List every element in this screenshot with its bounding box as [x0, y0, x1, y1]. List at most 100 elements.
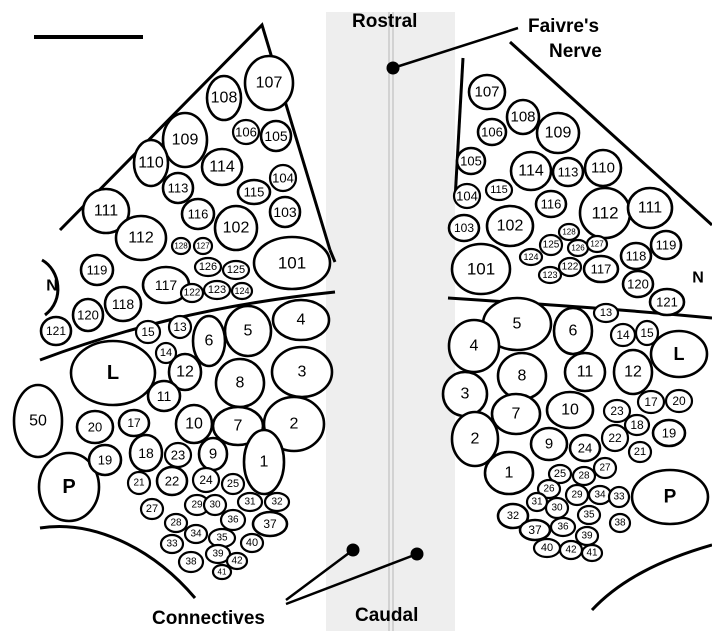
- right-neuron-41-label: 41: [586, 548, 598, 559]
- right-neuron-2-label: 2: [471, 431, 480, 448]
- right-neuron-112-label: 112: [591, 204, 618, 223]
- left-neuron-109-label: 109: [172, 132, 199, 149]
- left-neuron-28-label: 28: [170, 518, 182, 529]
- left-neuron-17-label: 17: [127, 416, 141, 430]
- right-neuron-116-label: 116: [541, 197, 562, 212]
- right-neuron-17-label: 17: [644, 395, 658, 409]
- left-neuron-122-label: 122: [184, 288, 201, 299]
- right-neuron-105-label: 105: [460, 154, 482, 169]
- left-neuron-104-label: 104: [272, 171, 294, 186]
- right-neuron-119-label: 119: [656, 238, 677, 253]
- right-neuron-103-label: 103: [454, 221, 474, 235]
- right-neuron-106-label: 106: [481, 125, 503, 140]
- left-neuron-31-label: 31: [244, 497, 256, 508]
- left-neuron-12-label: 12: [176, 364, 194, 381]
- left-neuron-5-label: 5: [244, 323, 253, 340]
- right-neuron-111-label: 111: [638, 200, 662, 217]
- faivre-nerve-marker: [387, 62, 400, 75]
- left-neuron-50-label: 50: [29, 413, 47, 430]
- left-neuron-121-label: 121: [46, 324, 66, 338]
- left-neuron-34-label: 34: [190, 529, 202, 540]
- right-neuron-30-label: 30: [551, 503, 563, 514]
- left-neuron-113-label: 113: [168, 181, 189, 196]
- left-neuron-105-label: 105: [264, 128, 288, 144]
- left-neuron-24-label: 24: [199, 473, 213, 487]
- right-neuron-4-label: 4: [470, 338, 479, 355]
- left-neuron-35-label: 35: [216, 533, 228, 544]
- right-neuron-121-label: 121: [656, 295, 678, 310]
- left-neuron-1-label: 1: [260, 454, 269, 471]
- left-neuron-101-label: 101: [278, 254, 306, 273]
- connective-marker-left: [347, 544, 360, 557]
- right-neuron-18-label: 18: [630, 418, 644, 432]
- faivre-nerve-label-line1: Faivre's: [528, 17, 599, 36]
- right-neuron-28-label: 28: [578, 471, 590, 482]
- left-neuron-23-label: 23: [171, 448, 185, 463]
- right-neuron-118-label: 118: [626, 249, 647, 264]
- right-neuron-114-label: 114: [518, 163, 544, 180]
- left-neuron-25-label: 25: [227, 478, 239, 490]
- right-neuron-11-label: 11: [577, 364, 594, 381]
- right-neuron-120-label: 120: [627, 277, 649, 292]
- right-neuron-33-label: 33: [613, 492, 625, 503]
- right-neuron-110-label: 110: [591, 160, 615, 177]
- right-neuron-13-label: 13: [600, 307, 612, 319]
- left-neuron-124-label: 124: [234, 286, 249, 296]
- left-neuron-7-label: 7: [234, 418, 243, 435]
- left-neuron-115-label: 115: [244, 185, 265, 200]
- left-neuron-8-label: 8: [236, 375, 245, 392]
- left-neuron-11-label: 11: [157, 388, 172, 404]
- right-neuron-7-label: 7: [512, 406, 521, 423]
- right-neuron-P-label: P: [664, 487, 677, 508]
- right-neuron-104-label: 104: [456, 189, 478, 204]
- left-neuron-37-label: 37: [263, 517, 277, 531]
- left-neuron-10-label: 10: [185, 416, 203, 433]
- left-neuron-123-label: 123: [208, 284, 226, 296]
- right-neuron-26-label: 26: [543, 484, 555, 495]
- right-neuron-42-label: 42: [565, 545, 577, 556]
- left-neuron-103-label: 103: [273, 204, 297, 220]
- right-neuron-123-label: 123: [542, 270, 557, 280]
- left-neuron-108-label: 108: [211, 90, 238, 107]
- left-neuron-18-label: 18: [138, 445, 154, 461]
- left-neuron-29-label: 29: [191, 500, 203, 511]
- right-neuron-108-label: 108: [510, 109, 535, 126]
- right-neuron-21-label: 21: [634, 446, 646, 458]
- left-neuron-N-label: N: [46, 278, 58, 295]
- right-neuron-38-label: 38: [614, 518, 626, 529]
- right-neuron-35-label: 35: [583, 510, 595, 521]
- right-neuron-N-label: N: [692, 270, 704, 287]
- left-neuron-15-label: 15: [141, 325, 155, 339]
- right-neuron-107-label: 107: [474, 84, 499, 101]
- left-neuron-L-label: L: [107, 362, 119, 384]
- left-neuron-120-label: 120: [77, 308, 99, 323]
- right-neuron-3-label: 3: [461, 386, 470, 403]
- left-neuron-14-label: 14: [160, 347, 172, 359]
- right-neuron-8-label: 8: [518, 368, 527, 385]
- left-neuron-41-label: 41: [218, 568, 227, 577]
- left-neuron-106-label: 106: [235, 125, 257, 140]
- right-neuron-126-label: 126: [571, 244, 585, 253]
- connective-marker-right: [411, 548, 424, 561]
- left-neuron-6-label: 6: [205, 333, 214, 350]
- right-neuron-115-label: 115: [490, 184, 508, 196]
- right-neuron-32-label: 32: [507, 510, 519, 522]
- left-neuron-3-label: 3: [298, 364, 307, 381]
- right-neuron-36-label: 36: [557, 522, 569, 533]
- right-neuron-25-label: 25: [554, 468, 566, 480]
- left-neuron-21-label: 21: [133, 478, 145, 489]
- right-neuron-20-label: 20: [672, 394, 686, 408]
- right-neuron-113-label: 113: [558, 165, 579, 180]
- right-neuron-122-label: 122: [562, 262, 579, 273]
- right-neuron-9-label: 9: [545, 436, 553, 453]
- right-neuron-1-label: 1: [505, 465, 514, 482]
- right-neuron-14-label: 14: [616, 328, 630, 342]
- connective-band: [326, 12, 455, 631]
- connectives-label: Connectives: [152, 609, 265, 628]
- left-neuron-114-label: 114: [209, 159, 235, 176]
- right-ganglion-neurons: NLP1071081061091051141131101041151161121…: [443, 75, 708, 561]
- left-neuron-102-label: 102: [223, 220, 250, 237]
- left-neuron-38-label: 38: [185, 557, 197, 568]
- right-neuron-27-label: 27: [599, 463, 611, 474]
